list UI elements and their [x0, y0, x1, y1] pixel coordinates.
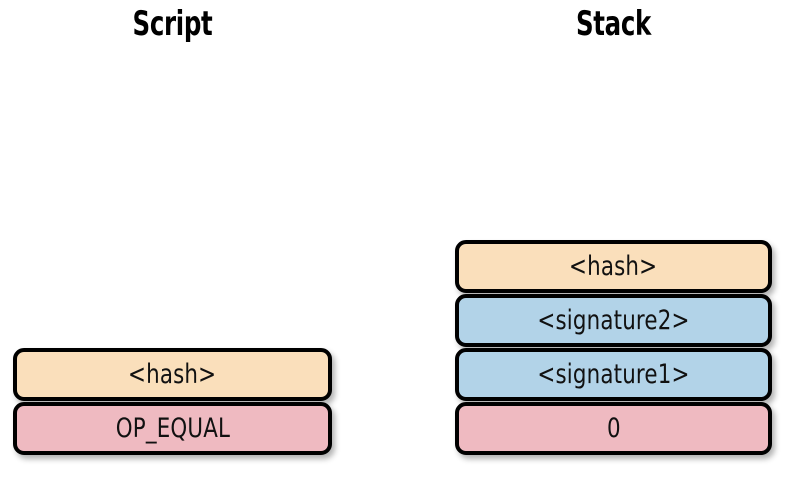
stack-item: 0: [455, 402, 772, 455]
stack-item: <hash>: [455, 240, 772, 293]
stack-item-label: <hash>: [569, 251, 658, 282]
script-item: <hash>: [13, 348, 332, 401]
stack-column: <hash> <signature2> <signature1> 0: [455, 240, 772, 455]
script-column-title: Script: [132, 4, 213, 44]
stack-item: <signature1>: [455, 348, 772, 401]
stack-item-label: <signature2>: [537, 305, 690, 336]
script-item-label: OP_EQUAL: [115, 413, 230, 444]
script-item: OP_EQUAL: [13, 402, 332, 455]
stack-item-label: 0: [606, 413, 621, 444]
script-column: <hash> OP_EQUAL: [13, 348, 332, 455]
stack-item-label: <signature1>: [537, 359, 690, 390]
script-item-label: <hash>: [128, 359, 217, 390]
stack-item: <signature2>: [455, 294, 772, 347]
stack-column-title: Stack: [575, 4, 651, 44]
